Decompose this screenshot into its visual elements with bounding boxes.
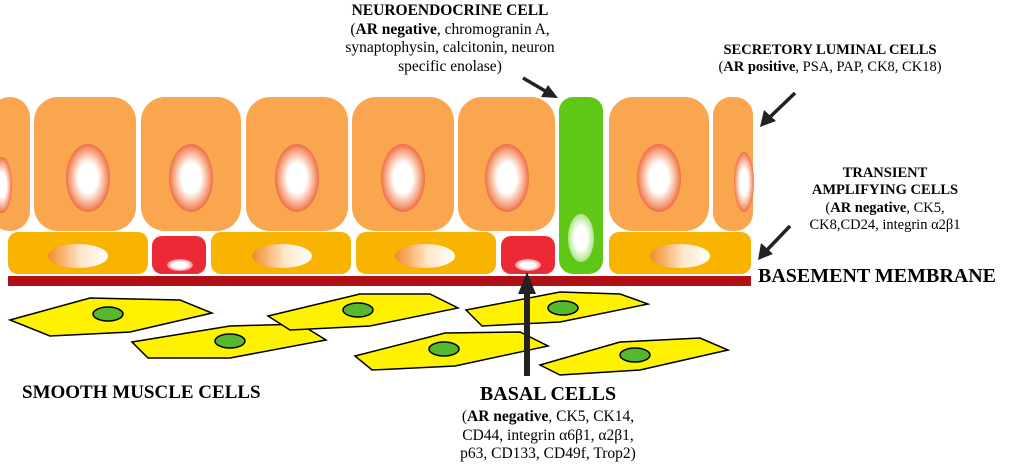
neuroendocrine-markers-3: specific enolase) — [398, 57, 502, 75]
luminal-nucleus — [734, 152, 754, 212]
smooth-muscle-cells — [7, 291, 731, 376]
secretory-markers: , PSA, PAP, CK8, CK18) — [795, 59, 942, 76]
smooth-muscle-nucleus — [428, 341, 460, 357]
basal-nucleus — [167, 259, 193, 271]
luminal-cells — [0, 97, 754, 231]
smooth-muscle-cell — [266, 293, 461, 331]
basal-layer — [8, 232, 751, 274]
smooth-muscle-label: SMOOTH MUSCLE CELLS — [22, 382, 261, 403]
secretory-title: SECRETORY LUMINAL CELLS — [723, 42, 937, 58]
basal-cell — [501, 236, 555, 274]
basal-ar-status: AR negative — [467, 408, 549, 425]
neuroendocrine-nucleus — [568, 214, 594, 262]
smooth-muscle-nucleus — [92, 306, 124, 322]
smooth-muscle-nucleus — [342, 302, 374, 318]
neuroendocrine-label: NEUROENDOCRINE CELL (AR negative, chromo… — [300, 2, 600, 76]
transient-markers-1: , CK5, — [906, 199, 945, 216]
neuroendocrine-markers-2: synaptophysin, calcitonin, neuron — [345, 39, 555, 57]
smooth-muscle-nucleus — [619, 347, 651, 363]
transient-nucleus — [252, 244, 312, 268]
basal-markers-1: , CK5, CK14, — [548, 408, 635, 425]
basement-membrane-label: BASEMENT MEMBRANE — [758, 265, 996, 287]
transient-nucleus — [650, 244, 710, 268]
transient-label: TRANSIENT AMPLIFYING CELLS (AR negative,… — [770, 165, 1000, 235]
transient-title-2: AMPLIFYING CELLS — [811, 182, 959, 199]
smooth-muscle-cell — [537, 337, 731, 376]
transient-nucleus — [48, 244, 108, 268]
neuroendocrine-arrow — [522, 76, 558, 98]
secretory-label: SECRETORY LUMINAL CELLS (AR positive, PS… — [670, 42, 990, 77]
luminal-nucleus — [0, 157, 12, 213]
transient-markers-2: CK8,CD24, integrin α2β1 — [809, 217, 961, 234]
basal-markers-3: p63, CD133, CD49f, Trop2) — [460, 445, 636, 463]
basal-nucleus — [515, 259, 541, 271]
smooth-muscle-cell — [353, 331, 551, 371]
transient-ar-status: AR negative — [830, 199, 907, 216]
basement-membrane — [8, 276, 751, 286]
transient-arrow — [758, 224, 792, 260]
luminal-nucleus — [275, 144, 319, 212]
secretory-ar-status: AR positive — [723, 59, 796, 76]
smooth-muscle-cell — [7, 297, 215, 337]
basal-label: BASAL CELLS (AR negative, CK5, CK14, CD4… — [418, 382, 678, 464]
arrows — [518, 76, 797, 376]
transient-title-1: TRANSIENT — [842, 165, 928, 181]
smooth-muscle-cell — [130, 323, 329, 359]
neuroendocrine-ar-status: AR negative — [355, 20, 437, 38]
smooth-muscle-nucleus — [547, 300, 579, 316]
luminal-nucleus — [637, 144, 681, 212]
luminal-nucleus — [381, 144, 425, 212]
luminal-nucleus — [485, 144, 529, 212]
basal-markers-2: CD44, integrin α6β1, α2β1, — [462, 426, 634, 444]
secretory-arrow — [760, 91, 797, 127]
basal-arrow — [518, 272, 536, 376]
luminal-nucleus — [169, 144, 213, 212]
smooth-muscle-nucleus — [214, 333, 246, 349]
basal-title: BASAL CELLS — [479, 383, 617, 405]
luminal-nucleus — [66, 144, 110, 212]
transient-nucleus — [395, 244, 455, 268]
smooth-muscle-cell — [464, 291, 651, 327]
neuroendocrine-markers-1: , chromogranin A, — [436, 20, 550, 38]
neuroendocrine-cell — [559, 97, 603, 274]
neuroendocrine-title: NEUROENDOCRINE CELL — [351, 2, 549, 19]
